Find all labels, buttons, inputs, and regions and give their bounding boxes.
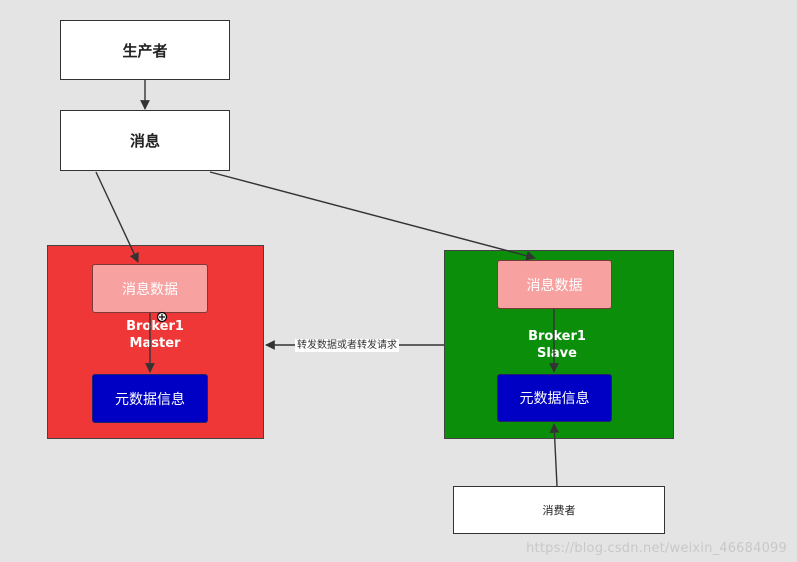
master-message-data-node: 消息数据 <box>92 264 208 313</box>
master-metadata-node: 元数据信息 <box>92 374 208 423</box>
slave-broker-name: Broker1 <box>528 329 586 344</box>
watermark-text: https://blog.csdn.net/weixin_46684099 <box>526 541 787 556</box>
message-node: 消息 <box>60 110 230 171</box>
slave-broker-role: Slave <box>537 346 577 361</box>
cursor-crosshair-icon <box>156 311 168 323</box>
edge-message-to-master <box>95 171 139 263</box>
consumer-node: 消费者 <box>453 486 665 534</box>
forward-edge-label: 转发数据或者转发请求 <box>295 339 399 352</box>
producer-label: 生产者 <box>122 41 168 60</box>
consumer-label: 消费者 <box>542 504 576 517</box>
master-metadata-label: 元数据信息 <box>115 391 185 408</box>
producer-node: 生产者 <box>60 20 230 80</box>
edge-message-to-slave <box>209 171 536 261</box>
slave-message-data-node: 消息数据 <box>497 260 612 309</box>
slave-metadata-node: 元数据信息 <box>497 374 612 422</box>
master-broker-role: Master <box>129 336 181 351</box>
master-broker-name: Broker1 <box>126 319 184 334</box>
slave-message-data-label: 消息数据 <box>526 277 583 294</box>
master-message-data-label: 消息数据 <box>122 281 178 298</box>
master-broker-label: Broker1 Master <box>95 318 215 352</box>
slave-metadata-label: 元数据信息 <box>519 391 590 407</box>
message-label: 消息 <box>129 132 160 150</box>
edge-consumer-to-slave-metadata <box>549 423 560 487</box>
slave-broker-label: Broker1 Slave <box>497 328 617 362</box>
